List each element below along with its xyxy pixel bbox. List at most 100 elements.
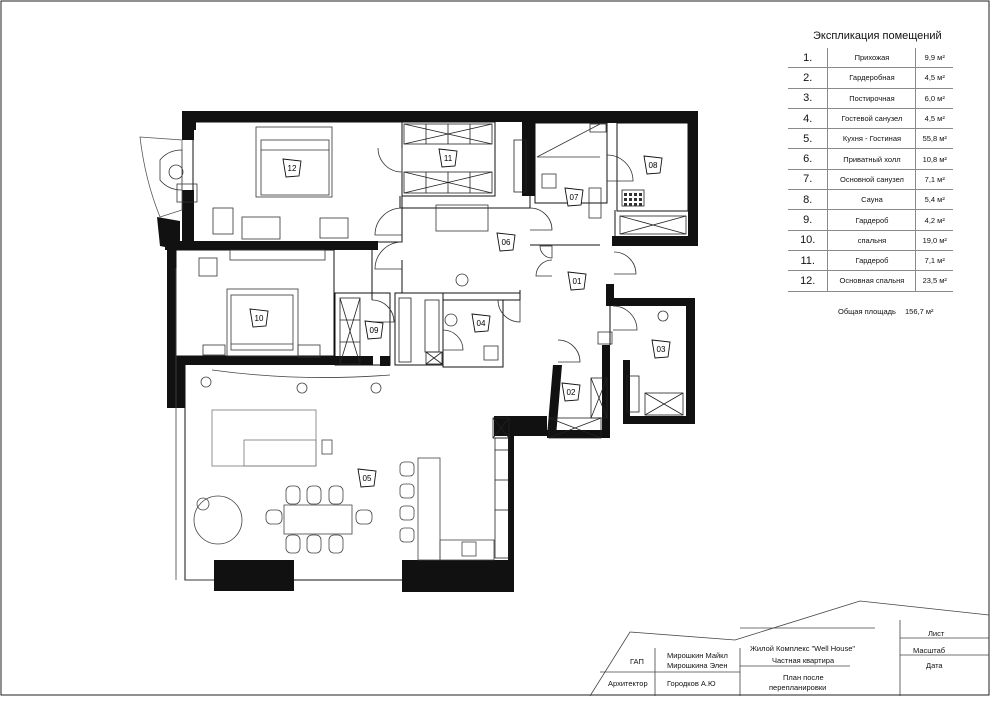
room-tag-frame — [471, 313, 491, 333]
room-tag-11: 11 — [438, 148, 458, 168]
legend-room-name: Гардероб — [827, 250, 917, 272]
room-number: 04 — [477, 319, 486, 328]
legend-room-name: спальня — [827, 230, 917, 251]
room-tag-frame — [567, 271, 587, 291]
room-tag-02: 02 — [561, 382, 581, 402]
room-tag-frame — [651, 339, 671, 359]
legend-number: 12. — [788, 270, 829, 292]
legend-number: 3. — [788, 88, 829, 109]
drawing-title-line-1: План после — [783, 673, 824, 682]
legend-room-area: 6,0 м² — [915, 88, 953, 109]
room-tag-08: 08 — [643, 155, 663, 175]
total-area-value: 156,7 м² — [905, 307, 934, 316]
legend-room-area: 10,8 м² — [915, 148, 953, 170]
room-tag-05: 05 — [357, 468, 377, 488]
legend-room-name: Постирочная — [827, 88, 917, 109]
legend-room-name: Основная спальня — [827, 270, 917, 292]
room-tag-frame — [564, 187, 584, 207]
legend-room-area: 7,1 м² — [915, 250, 953, 272]
room-tag-01: 01 — [567, 271, 587, 291]
room-number: 05 — [363, 474, 372, 483]
room-number: 09 — [370, 326, 379, 335]
legend-room-area: 7,1 м² — [915, 169, 953, 191]
drawing-title-line-2: перепланировки — [769, 683, 827, 692]
legend-number: 11. — [788, 250, 829, 272]
legend-room-area: 5,4 м² — [915, 189, 953, 211]
room-tag-frame — [357, 468, 377, 488]
legend-room-name: Приватный холл — [827, 148, 917, 170]
architect-name: Городков А.Ю — [667, 679, 716, 688]
room-number: 07 — [570, 193, 579, 202]
bathroom-fixtures — [444, 123, 669, 361]
legend-number: 2. — [788, 67, 829, 89]
room-tag-frame — [496, 232, 516, 252]
room-tag-03: 03 — [651, 339, 671, 359]
legend-room-name: Гостевой санузел — [827, 108, 917, 130]
legend-number: 9. — [788, 209, 829, 231]
interior-walls — [175, 121, 689, 581]
legend-number: 1. — [788, 48, 829, 69]
room-number: 08 — [649, 161, 658, 170]
legend-room-area: 4,2 м² — [915, 209, 953, 231]
room-tag-frame — [249, 308, 269, 328]
legend-room-area: 4,5 м² — [915, 67, 953, 89]
room-tag-06: 06 — [496, 232, 516, 252]
hall-fixtures — [435, 204, 553, 287]
room-tag-09: 09 — [364, 320, 384, 340]
room-number: 01 — [573, 277, 582, 286]
gap-name-2: Мирошкина Элен — [667, 661, 728, 670]
room-number: 12 — [288, 164, 297, 173]
room-number: 10 — [255, 314, 264, 323]
legend-number: 7. — [788, 169, 829, 191]
wardrobe-blocks — [339, 123, 687, 559]
legend-number: 5. — [788, 128, 829, 150]
room-number: 11 — [444, 154, 453, 163]
object-name: Частная квартира — [772, 656, 835, 665]
total-area-label: Общая площадь — [838, 307, 896, 316]
legend-title: Экспликация помещений — [813, 30, 942, 42]
legend-room-area: 55,8 м² — [915, 128, 953, 150]
room-tag-frame — [364, 320, 384, 340]
scale-label: Масштаб — [913, 646, 946, 655]
room-number: 03 — [657, 345, 666, 354]
legend-room-area: 23,5 м² — [915, 270, 953, 292]
legend-room-area: 9,9 м² — [915, 48, 953, 69]
architect-label: Архитектор — [608, 679, 648, 688]
room-tag-10: 10 — [249, 308, 269, 328]
date-label: Дата — [926, 661, 943, 670]
legend-room-name: Сауна — [827, 189, 917, 211]
legend-room-name: Гардеробная — [827, 67, 917, 89]
room-tag-07: 07 — [564, 187, 584, 207]
gap-name-1: Мирошкин Майкл — [667, 651, 728, 660]
room-tag-frame — [643, 155, 663, 175]
legend-number: 6. — [788, 148, 829, 170]
legend-room-name: Прихожая — [827, 48, 917, 69]
room-tag-04: 04 — [471, 313, 491, 333]
living-furniture — [175, 268, 495, 581]
legend-number: 4. — [788, 108, 829, 130]
legend-room-area: 19,0 м² — [915, 230, 953, 251]
room-tag-frame — [438, 148, 458, 168]
room-number: 06 — [502, 238, 511, 247]
room-tag-12: 12 — [282, 158, 302, 178]
legend-number: 8. — [788, 189, 829, 211]
legend-number: 10. — [788, 230, 829, 251]
room-number: 02 — [567, 388, 576, 397]
legend-room-area: 4,5 м² — [915, 108, 953, 130]
bedroom-10-furniture — [198, 249, 326, 358]
legend-room-name: Гардероб — [827, 209, 917, 231]
sheet-label: Лист — [928, 629, 945, 638]
